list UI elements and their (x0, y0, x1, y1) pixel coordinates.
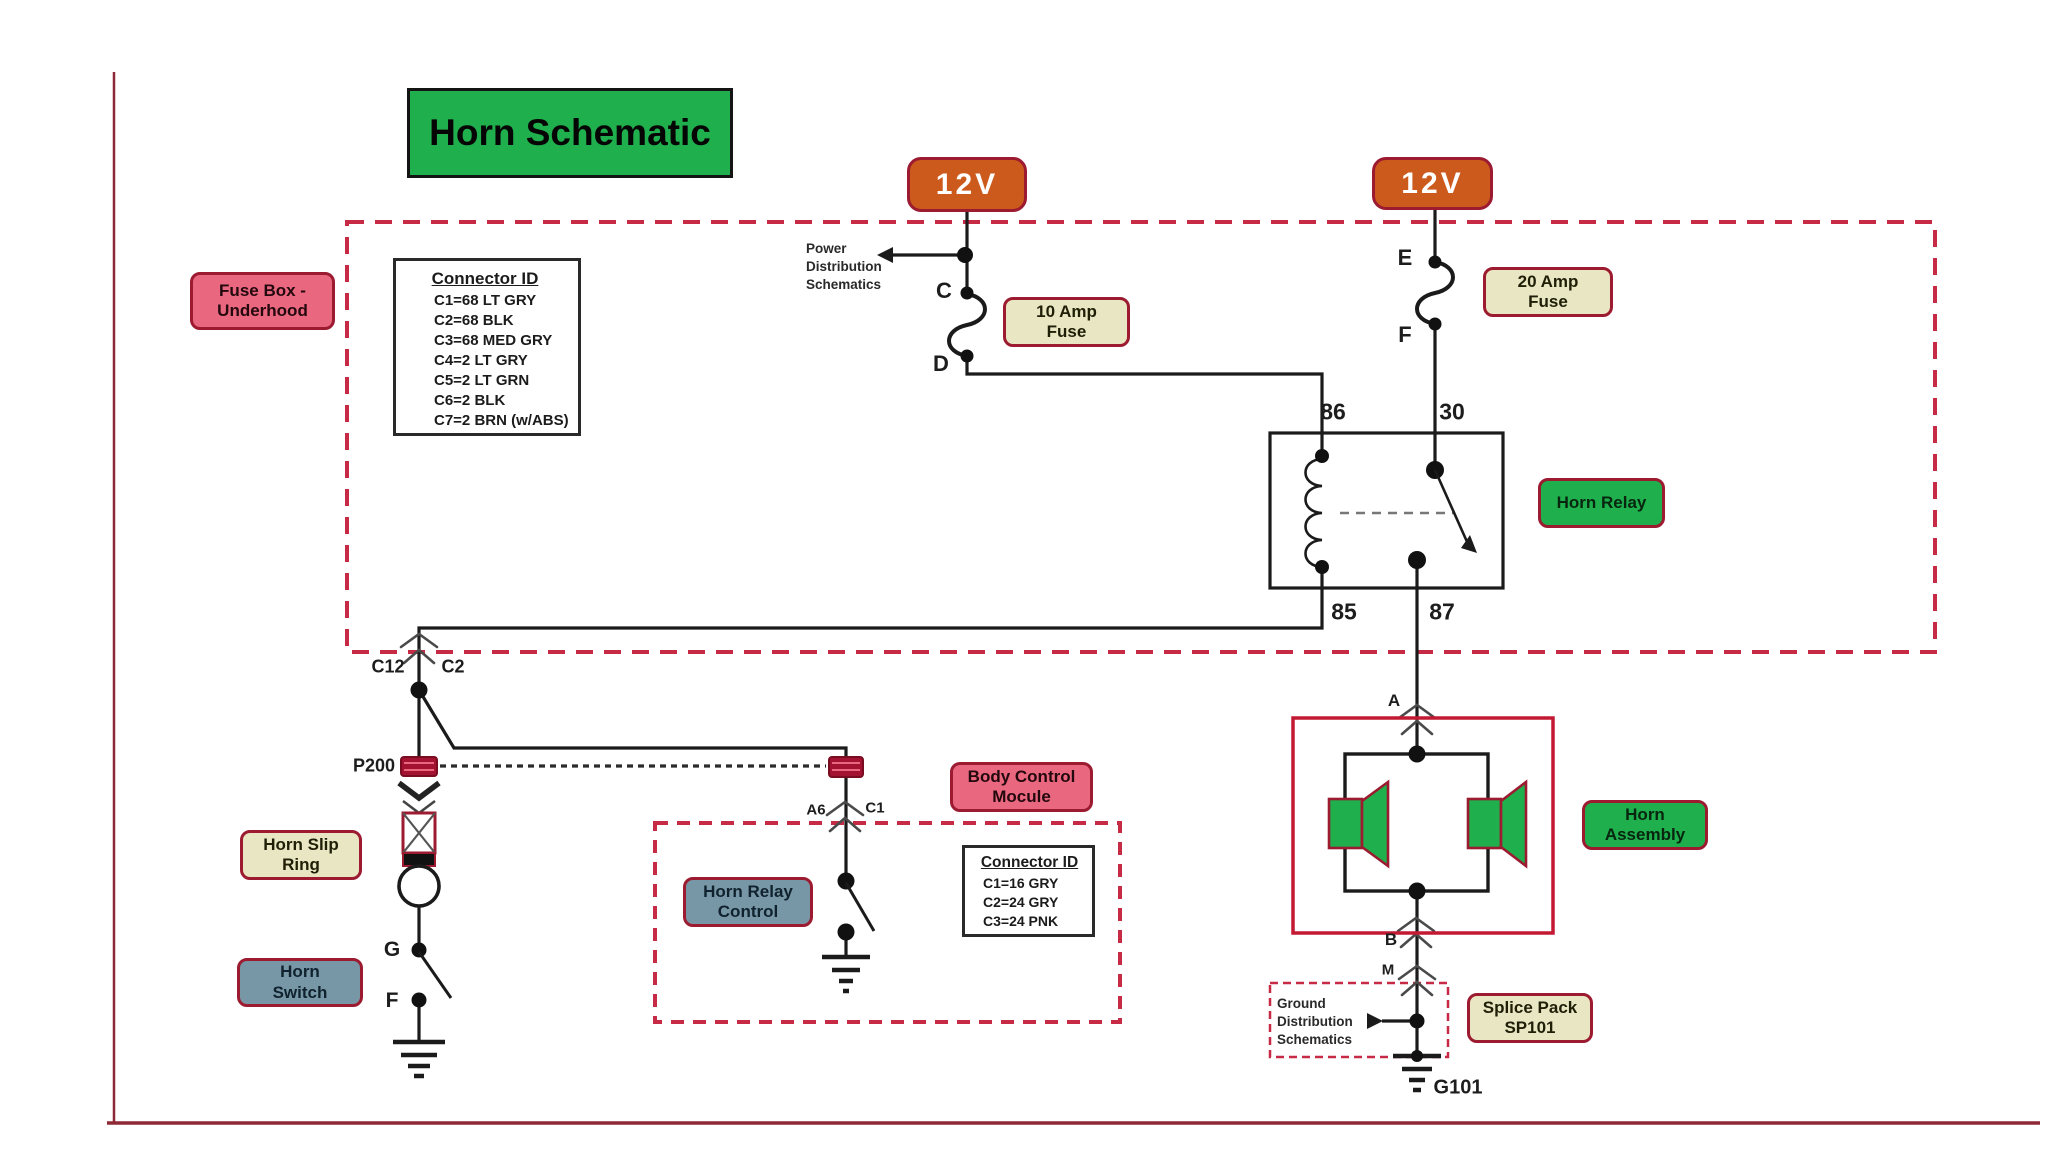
ground-distribution-arrow (1367, 1013, 1383, 1029)
relay-pin-30: 30 (1439, 398, 1465, 425)
pin-label-c: C (936, 278, 952, 303)
bcm-switch-symbol (837, 872, 876, 941)
connector-label-c1: C1 (865, 799, 885, 817)
horn-switch-label: Horn Switch (237, 958, 363, 1007)
horn-speaker-right (1466, 779, 1528, 869)
horn-relay-label: Horn Relay (1538, 478, 1665, 528)
horn-switch-symbol (411, 942, 453, 1008)
connector-id-entry: C2=68 BLK (434, 311, 514, 329)
connector-id-title: Connector ID (980, 854, 1079, 871)
connector-label-c12: C12 (371, 656, 405, 677)
connector-label-a: A (1387, 691, 1401, 710)
page-title: Horn Schematic (407, 88, 733, 178)
connector-label-c2: C2 (441, 656, 465, 677)
p200-splice-block (400, 756, 438, 777)
relay-pin-87: 87 (1429, 598, 1455, 625)
fuse-box-underhood-boundary (345, 220, 1937, 654)
connector-label-a6: A6 (806, 801, 826, 819)
connector-id-box-bcm: Connector ID C1=16 GRY C2=24 GRY C3=24 P… (962, 845, 1095, 937)
horn-relay-symbol (1268, 431, 1505, 590)
fuse-symbol-20amp (1415, 260, 1455, 326)
power-source-left-12v: 12V (907, 157, 1027, 212)
power-distribution-note: Power Distribution Schematics (806, 241, 882, 292)
ground-bcm (822, 954, 870, 994)
connector-id-box-underhood: Connector ID C1=68 LT GRY C2=68 BLK C3=6… (393, 258, 581, 436)
connector-id-entry: C1=16 GRY (983, 875, 1059, 891)
connector-id-entry: C3=24 PNK (983, 912, 1059, 929)
splice-label-p200: P200 (352, 755, 396, 776)
pin-label-e: E (1397, 245, 1413, 270)
fuse-20amp-label: 20 Amp Fuse (1483, 267, 1613, 317)
connector-id-title: Connector ID (431, 269, 539, 288)
connector-id-entry: C4=2 LT GRY (434, 351, 528, 369)
pin-label-d: D (933, 351, 949, 376)
ground-distribution-note: Ground Distribution Schematics (1277, 996, 1353, 1047)
connector-id-entry: C1=68 LT GRY (434, 292, 537, 309)
relay-pin-85: 85 (1331, 598, 1357, 625)
horn-slip-ring-label: Horn Slip Ring (240, 830, 362, 880)
connector-id-entry: C7=2 BRN (w/ABS) (434, 411, 569, 429)
connector-id-entry: C6=2 BLK (434, 391, 506, 409)
relay-pin-86: 86 (1320, 398, 1346, 425)
junction-dots (410, 247, 1442, 1062)
horn-assembly-symbol (1291, 716, 1555, 935)
connector-symbols (399, 632, 1437, 997)
splice-pack-label: Splice Pack SP101 (1467, 993, 1593, 1043)
connector-label-m: M (1381, 961, 1395, 979)
connector-id-entry: C2=24 GRY (983, 893, 1059, 910)
horn-speaker-left (1327, 779, 1390, 869)
horn-assembly-label: Horn Assembly (1582, 800, 1708, 850)
horn-relay-control-label: Horn Relay Control (683, 877, 813, 927)
power-distribution-arrow (877, 247, 893, 263)
pin-label-g: G (383, 938, 401, 961)
fuse-box-underhood-label: Fuse Box - Underhood (190, 272, 335, 330)
body-control-module-label: Body Control Mocule (950, 762, 1093, 812)
page-frame (107, 72, 2040, 1125)
fuse-10amp-label: 10 Amp Fuse (1003, 297, 1130, 347)
connector-id-entry: C3=68 MED GRY (434, 331, 553, 349)
ground-label-g101: G101 (1433, 1076, 1483, 1099)
bcm-boundary (653, 821, 1122, 1024)
ground-distribution-boundary (1268, 981, 1450, 1059)
bcm-splice-block (828, 756, 864, 778)
ground-horn-switch (393, 1039, 445, 1079)
power-source-right-12v: 12V (1372, 157, 1493, 210)
connector-id-entry: C5=2 LT GRN (434, 371, 530, 389)
pin-label-f-switch: F (385, 989, 399, 1012)
horn-slip-ring-symbol (397, 780, 441, 908)
fuse-symbol-10amp (947, 292, 987, 358)
connector-label-b: B (1384, 930, 1398, 949)
pin-label-f: F (1398, 322, 1412, 347)
